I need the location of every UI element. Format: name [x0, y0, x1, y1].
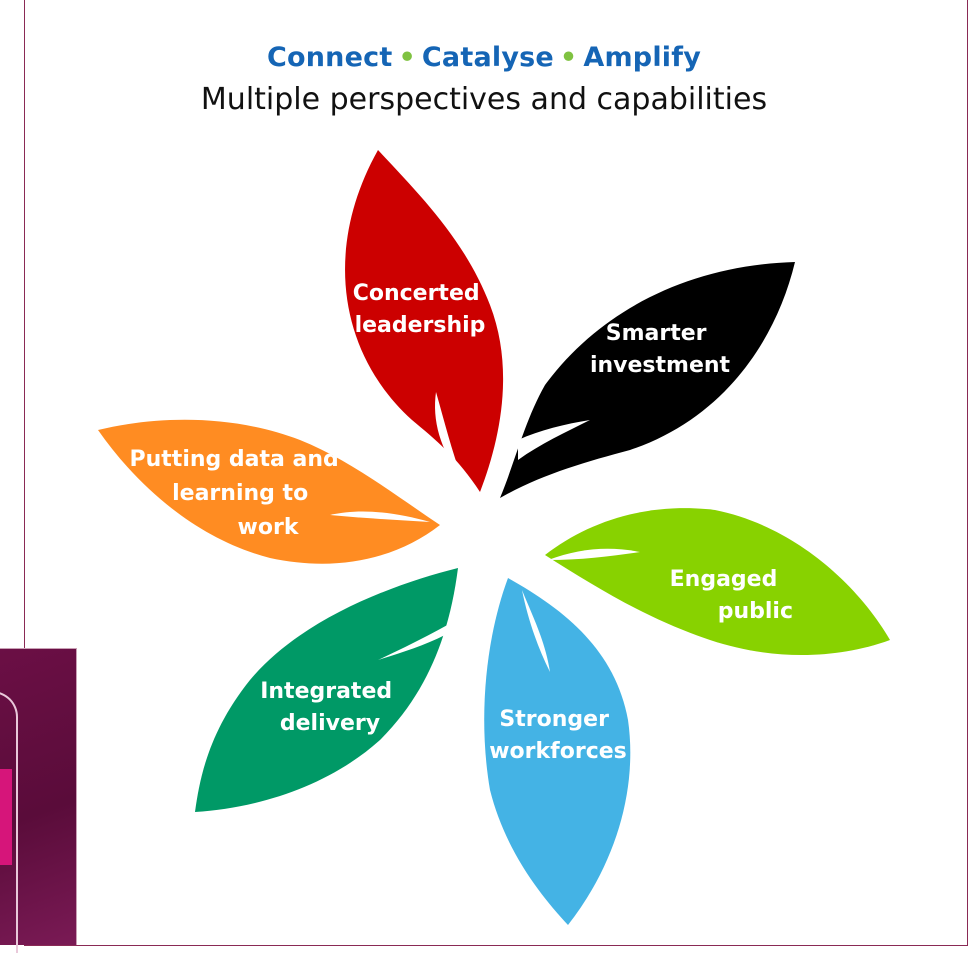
- tagline-amplify: Amplify: [583, 42, 701, 73]
- petal-integrated-delivery: Integrated delivery: [195, 568, 470, 812]
- petal-label-engaged-public-line-1: Engaged: [670, 567, 778, 592]
- petal-stronger-workforces: Stronger workforces: [484, 578, 631, 925]
- tagline-separator-2: •: [559, 42, 578, 73]
- petal-shape-concerted-leadership: [345, 150, 504, 492]
- petal-label-putting-data-learning: Putting data and learning to work: [130, 447, 347, 540]
- petal-label-stronger-workforces-line-1: Stronger: [499, 707, 609, 732]
- decorative-accent-bar: [0, 769, 12, 865]
- petal-notch-smarter-investment: [518, 420, 590, 460]
- petal-engaged-public: Engaged public: [545, 508, 890, 655]
- petal-label-integrated-delivery-line-2: delivery: [280, 711, 380, 736]
- petal-label-concerted-leadership-line-1: Concerted: [353, 281, 480, 306]
- petal-label-concerted-leadership-line-2: leadership: [355, 313, 486, 338]
- petal-shape-stronger-workforces: [484, 578, 631, 925]
- petal-label-smarter-investment-line-2: investment: [590, 353, 731, 378]
- petal-notch-stronger-workforces: [522, 590, 550, 672]
- petal-putting-data-learning: Putting data and learning to work: [98, 419, 440, 564]
- petal-label-stronger-workforces-line-2: workforces: [489, 739, 627, 764]
- tagline-separator-1: •: [398, 42, 416, 73]
- petal-label-stronger-workforces: Stronger workforces: [489, 707, 627, 764]
- petal-shape-smarter-investment: [500, 262, 795, 498]
- petal-label-concerted-leadership: Concerted leadership: [353, 281, 488, 338]
- petal-label-putting-data-learning-line-3: work: [238, 515, 300, 540]
- petal-concerted-leadership: Concerted leadership: [345, 150, 504, 492]
- petal-shape-engaged-public: [545, 508, 890, 655]
- petal-label-smarter-investment: Smarter investment: [590, 321, 731, 378]
- petal-smarter-investment: Smarter investment: [500, 262, 795, 498]
- petal-label-engaged-public: Engaged public: [670, 567, 793, 624]
- petal-label-integrated-delivery: Integrated delivery: [260, 679, 400, 736]
- petal-notch-putting-data-learning: [330, 511, 430, 522]
- tagline: Connect•Catalyse•Amplify: [0, 42, 968, 73]
- tagline-connect: Connect: [267, 42, 393, 73]
- tagline-catalyse: Catalyse: [421, 42, 554, 73]
- petal-shape-putting-data-learning: [98, 419, 440, 564]
- petal-label-putting-data-learning-line-1: Putting data and: [130, 447, 339, 472]
- decorative-corner-panel: [0, 648, 77, 953]
- petal-label-integrated-delivery-line-1: Integrated: [260, 679, 392, 704]
- petal-notch-concerted-leadership: [435, 392, 462, 478]
- petal-label-engaged-public-line-2: public: [718, 599, 793, 624]
- diagram-subtitle: Multiple perspectives and capabilities: [200, 82, 768, 117]
- petal-label-putting-data-learning-line-2: learning to: [172, 481, 308, 506]
- petal-shape-integrated-delivery: [195, 568, 458, 812]
- petal-label-smarter-investment-line-1: Smarter: [606, 321, 707, 346]
- petal-notch-engaged-public: [548, 548, 640, 560]
